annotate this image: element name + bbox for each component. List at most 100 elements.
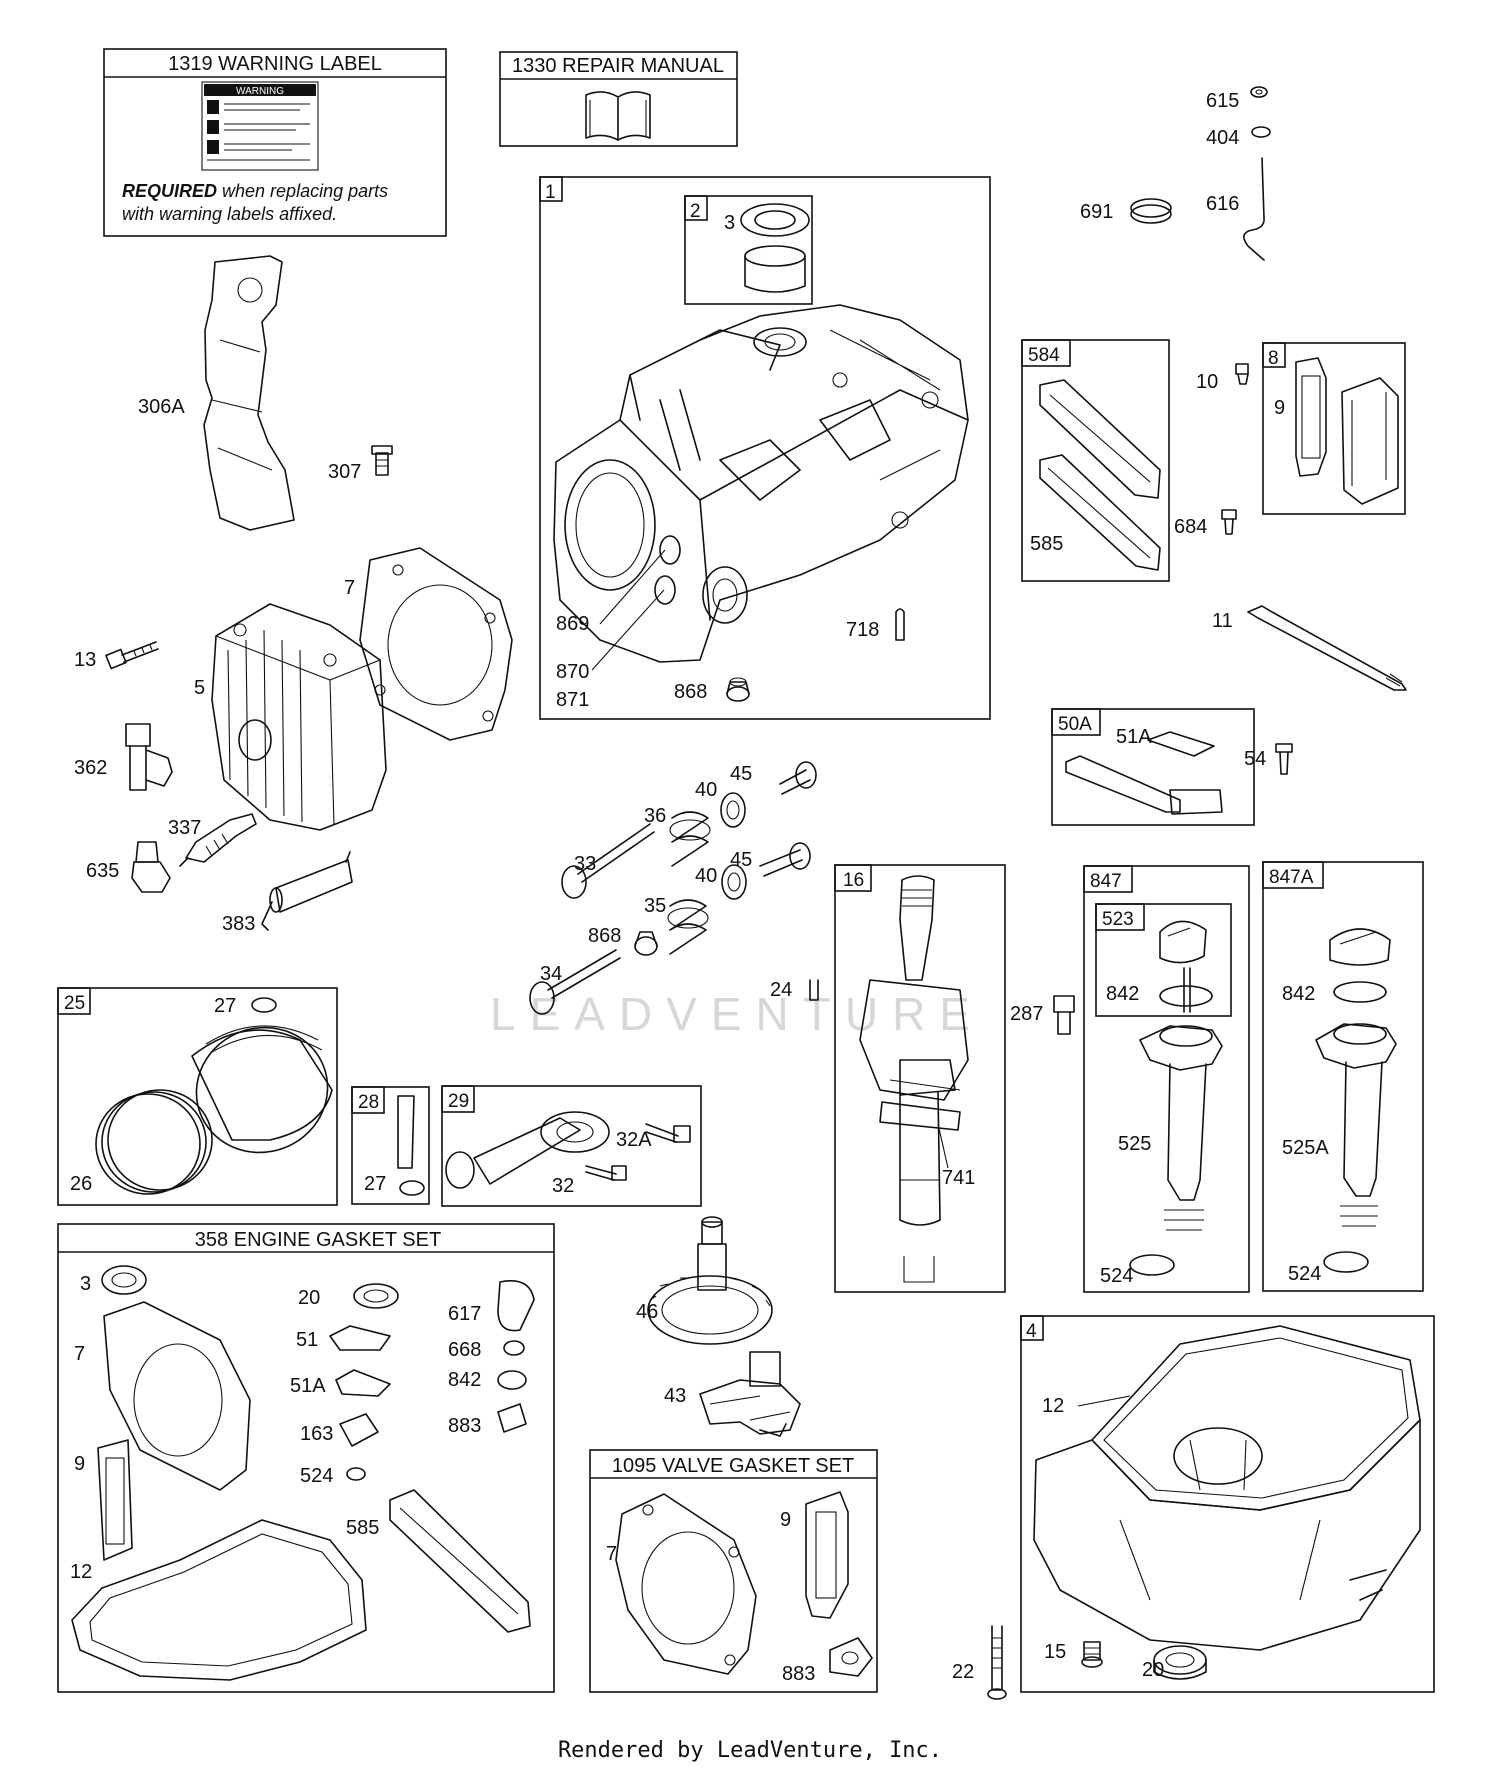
part-bushing[interactable] bbox=[744, 245, 806, 293]
callout-668-gasket: 668 bbox=[448, 1339, 481, 1361]
part-11-tube[interactable] bbox=[1247, 605, 1407, 691]
callout-43: 43 bbox=[664, 1385, 686, 1407]
part-868-valve-seal[interactable] bbox=[726, 677, 750, 702]
part-718-pin[interactable] bbox=[895, 608, 905, 641]
box-8-breather-cover[interactable]: 8 bbox=[1262, 342, 1406, 515]
part-45-tappet-bottom[interactable] bbox=[759, 842, 811, 877]
footer-credit: Rendered by LeadVenture, Inc. bbox=[557, 1738, 943, 1763]
repair-manual-box[interactable]: 1330 REPAIR MANUAL bbox=[499, 51, 738, 147]
part-32-bolt[interactable] bbox=[585, 1165, 627, 1181]
part-40-retainer-bottom[interactable] bbox=[721, 864, 747, 900]
box-847a-dipstick-tube[interactable]: 847A bbox=[1262, 861, 1424, 1292]
part-362-fitting[interactable] bbox=[125, 723, 173, 791]
box-847-dipstick-tube[interactable]: 847 bbox=[1083, 865, 1250, 1293]
warning-sticker-text: WARNING bbox=[236, 86, 284, 97]
part-24-pin[interactable] bbox=[809, 979, 819, 1001]
part-287-plug[interactable] bbox=[1053, 995, 1075, 1035]
callout-12-sump: 12 bbox=[1042, 1395, 1064, 1417]
callout-51a-gasket: 51A bbox=[290, 1375, 326, 1397]
box-tag-25: 25 bbox=[64, 993, 85, 1014]
callout-34: 34 bbox=[540, 963, 562, 985]
callout-36: 36 bbox=[644, 805, 666, 827]
part-54-screw[interactable] bbox=[1275, 743, 1293, 775]
box-523-dipstick[interactable]: 523 bbox=[1095, 903, 1232, 1017]
callout-24: 24 bbox=[770, 979, 792, 1001]
callout-718: 718 bbox=[846, 619, 879, 641]
box-tag-847: 847 bbox=[1090, 871, 1122, 892]
box-584-breather[interactable]: 584 bbox=[1021, 339, 1170, 582]
callout-306a: 306A bbox=[138, 396, 185, 418]
part-3-seal[interactable] bbox=[740, 203, 810, 237]
part-22-bolt[interactable] bbox=[987, 1625, 1007, 1700]
part-43-governor[interactable] bbox=[699, 1351, 801, 1437]
part-36-spring[interactable] bbox=[669, 811, 711, 867]
callout-842-gasket: 842 bbox=[448, 1369, 481, 1391]
part-525-tube[interactable] bbox=[1139, 1025, 1223, 1231]
part-383-filter[interactable] bbox=[261, 851, 353, 931]
part-842-o-ring-a[interactable] bbox=[1159, 985, 1213, 1007]
box-4-sump[interactable]: 4 bbox=[1020, 1315, 1435, 1693]
part-615[interactable] bbox=[1250, 86, 1268, 98]
callout-616: 616 bbox=[1206, 193, 1239, 215]
callout-741: 741 bbox=[942, 1167, 975, 1189]
part-32a-bolt[interactable] bbox=[645, 1123, 691, 1143]
box-tag-8: 8 bbox=[1268, 348, 1279, 369]
callout-842-b: 842 bbox=[1282, 983, 1315, 1005]
callout-337: 337 bbox=[168, 817, 201, 839]
warning-note-line1: REQUIRED when replacing parts bbox=[122, 181, 388, 201]
callout-33: 33 bbox=[574, 853, 596, 875]
callout-524-gasket: 524 bbox=[300, 1465, 333, 1487]
part-10-screw[interactable] bbox=[1235, 363, 1249, 385]
callout-868-b: 868 bbox=[588, 925, 621, 947]
callout-51a: 51A bbox=[1116, 726, 1152, 748]
callout-9-gasket: 9 bbox=[74, 1453, 85, 1475]
part-34-valve[interactable] bbox=[529, 949, 621, 1015]
box-2[interactable]: 2 bbox=[684, 195, 813, 305]
engine-gasket-set-box[interactable]: 358 ENGINE GASKET SET bbox=[57, 1223, 555, 1693]
part-45-tappet-top[interactable] bbox=[779, 761, 817, 795]
box-25-piston[interactable]: 25 bbox=[57, 987, 345, 1206]
part-7-head-gasket-top[interactable] bbox=[359, 547, 513, 741]
callout-11: 11 bbox=[1212, 610, 1233, 632]
callout-869: 869 bbox=[556, 613, 589, 635]
part-684-screw[interactable] bbox=[1221, 509, 1237, 535]
part-33-valve[interactable] bbox=[561, 823, 655, 899]
callout-883-gasket: 883 bbox=[448, 1415, 481, 1437]
part-46-cam-gear[interactable] bbox=[647, 1216, 773, 1345]
callout-525a: 525A bbox=[1282, 1137, 1329, 1159]
leader-12-sump bbox=[1077, 1395, 1131, 1407]
box-1-cylinder[interactable]: 1 bbox=[539, 176, 991, 720]
part-616-governor-link[interactable] bbox=[1243, 157, 1265, 261]
callout-307: 307 bbox=[328, 461, 361, 483]
part-306a-air-guide[interactable] bbox=[203, 255, 295, 531]
box-tag-50a: 50A bbox=[1058, 714, 1092, 735]
box-28-piston-pin[interactable]: 28 bbox=[351, 1086, 430, 1205]
part-15-plug[interactable] bbox=[1081, 1641, 1103, 1668]
valve-gasket-set-box[interactable]: 1095 VALVE GASKET SET bbox=[589, 1449, 878, 1693]
part-337-spark-plug[interactable] bbox=[179, 813, 257, 867]
callout-691: 691 bbox=[1080, 201, 1113, 223]
part-307-screw[interactable] bbox=[371, 445, 393, 476]
callout-15: 15 bbox=[1044, 1641, 1066, 1663]
box-tag-847a: 847A bbox=[1269, 867, 1314, 888]
part-404[interactable] bbox=[1251, 126, 1271, 138]
callout-163-gasket: 163 bbox=[300, 1423, 333, 1445]
callout-20-gasket: 20 bbox=[298, 1287, 320, 1309]
part-20-seal[interactable] bbox=[1153, 1645, 1207, 1680]
callout-525: 525 bbox=[1118, 1133, 1151, 1155]
callout-842-a: 842 bbox=[1106, 983, 1139, 1005]
part-524-ring-a[interactable] bbox=[1129, 1254, 1175, 1276]
warning-note-line2: with warning labels affixed. bbox=[122, 204, 337, 224]
part-5-cylinder-head[interactable] bbox=[211, 603, 387, 831]
part-691-seal[interactable] bbox=[1130, 198, 1172, 224]
box-29-connecting-rod[interactable]: 29 bbox=[441, 1085, 702, 1207]
box-16-crankshaft[interactable]: 16 bbox=[834, 864, 1006, 1293]
box-50a-tube[interactable]: 50A bbox=[1051, 708, 1255, 826]
warning-label-box[interactable]: 1319 WARNING LABEL WARNING REQUIRED when… bbox=[103, 48, 447, 237]
part-13-bolt[interactable] bbox=[105, 641, 159, 670]
part-868-valve-seal-b[interactable] bbox=[634, 931, 658, 956]
part-35-spring[interactable] bbox=[667, 899, 709, 955]
part-635-fitting[interactable] bbox=[131, 841, 171, 893]
part-40-retainer-top[interactable] bbox=[720, 792, 746, 828]
